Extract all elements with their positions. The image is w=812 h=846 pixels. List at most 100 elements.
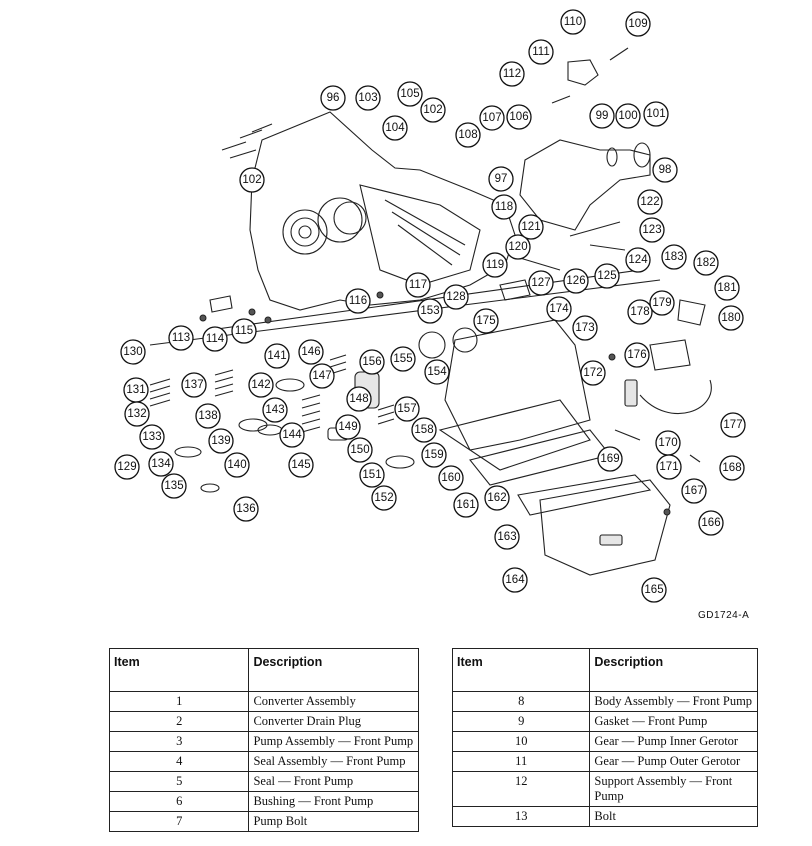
callout-circle xyxy=(479,105,505,131)
callout-number: 131 xyxy=(126,384,145,396)
callout-138: 138 xyxy=(195,403,221,429)
callout-148: 148 xyxy=(346,386,372,412)
callout-circle xyxy=(309,363,335,389)
column-header-description: Description xyxy=(248,648,419,692)
callout-151: 151 xyxy=(359,462,385,488)
callout-number: 176 xyxy=(627,349,646,361)
callout-circle xyxy=(453,492,479,518)
callout-140: 140 xyxy=(224,452,250,478)
callout-number: 112 xyxy=(503,68,521,80)
callout-circle xyxy=(661,244,687,270)
callout-102: 102 xyxy=(420,97,446,123)
item-description: Gasket — Front Pump xyxy=(589,711,758,732)
callout-number: 97 xyxy=(495,173,508,185)
table-header-row: Item Description xyxy=(108,648,419,692)
callout-129: 129 xyxy=(114,454,140,480)
callout-number: 149 xyxy=(338,421,357,433)
callout-number: 129 xyxy=(117,461,136,473)
callout-circle xyxy=(424,359,450,385)
callout-circle xyxy=(639,217,665,243)
callout-number: 165 xyxy=(644,584,663,596)
callout-number: 178 xyxy=(630,306,649,318)
callout-circle xyxy=(298,339,324,365)
item-description: Support Assembly — Front Pump xyxy=(589,771,758,807)
callout-circle xyxy=(627,299,653,325)
callout-126: 126 xyxy=(563,268,589,294)
callout-number: 151 xyxy=(362,469,381,481)
callout-number: 166 xyxy=(701,517,720,529)
callout-172: 172 xyxy=(580,360,606,386)
callout-circle xyxy=(279,422,305,448)
callout-number: 120 xyxy=(508,241,527,253)
callout-circle xyxy=(262,397,288,423)
callout-circle xyxy=(405,272,431,298)
callout-circle xyxy=(572,315,598,341)
callout-circle xyxy=(233,496,259,522)
oil-pan xyxy=(539,479,671,576)
callout-159: 159 xyxy=(421,442,447,468)
callout-number: 102 xyxy=(423,104,442,116)
callout-circle xyxy=(494,524,520,550)
callout-circle xyxy=(499,61,525,87)
callout-number: 119 xyxy=(486,259,504,271)
callout-160: 160 xyxy=(438,465,464,491)
callout-number: 175 xyxy=(476,315,495,327)
callout-153: 153 xyxy=(417,298,443,324)
callout-120: 120 xyxy=(505,234,531,260)
callout-number: 137 xyxy=(184,379,203,391)
callout-circle xyxy=(411,417,437,443)
callout-number: 111 xyxy=(532,46,549,58)
callout-155: 155 xyxy=(390,346,416,372)
callout-number: 143 xyxy=(265,404,284,416)
callout-131: 131 xyxy=(123,377,149,403)
item-number: 5 xyxy=(108,771,250,792)
callout-circle xyxy=(560,9,586,35)
callout-circle xyxy=(484,485,510,511)
callout-circle xyxy=(597,446,623,472)
callout-number: 135 xyxy=(164,480,183,492)
callout-number: 130 xyxy=(123,346,142,358)
transmission-case xyxy=(249,111,516,311)
callout-number: 181 xyxy=(717,282,736,294)
callout-number: 132 xyxy=(127,408,146,420)
callout-158: 158 xyxy=(411,417,437,443)
callout-162: 162 xyxy=(484,485,510,511)
item-number: 8 xyxy=(451,691,591,712)
callout-number: 128 xyxy=(446,291,465,303)
item-description: Gear — Pump Outer Gerotor xyxy=(589,751,758,772)
callout-128: 128 xyxy=(443,284,469,310)
callout-number: 158 xyxy=(414,424,433,436)
callout-number: 153 xyxy=(420,305,439,317)
callout-number: 152 xyxy=(374,492,393,504)
callout-number: 127 xyxy=(531,277,550,289)
callout-110: 110 xyxy=(560,9,586,35)
callout-number: 148 xyxy=(349,393,368,405)
callout-number: 139 xyxy=(211,435,230,447)
callout-number: 182 xyxy=(696,257,715,269)
callout-circle xyxy=(417,298,443,324)
callout-124: 124 xyxy=(625,247,651,273)
callout-number: 100 xyxy=(618,110,637,122)
callout-115: 115 xyxy=(231,318,257,344)
callout-152: 152 xyxy=(371,485,397,511)
callout-121: 121 xyxy=(518,214,544,240)
callout-133: 133 xyxy=(139,424,165,450)
callout-number: 142 xyxy=(251,379,270,391)
callout-163: 163 xyxy=(494,524,520,550)
callout-circle xyxy=(202,326,228,352)
callout-number: 136 xyxy=(236,503,255,515)
callout-circle xyxy=(563,268,589,294)
callout-circle xyxy=(528,39,554,65)
callout-136: 136 xyxy=(233,496,259,522)
callout-circle xyxy=(438,465,464,491)
callout-180: 180 xyxy=(718,305,744,331)
callout-183: 183 xyxy=(661,244,687,270)
callout-number: 174 xyxy=(549,303,569,315)
callout-178: 178 xyxy=(627,299,653,325)
